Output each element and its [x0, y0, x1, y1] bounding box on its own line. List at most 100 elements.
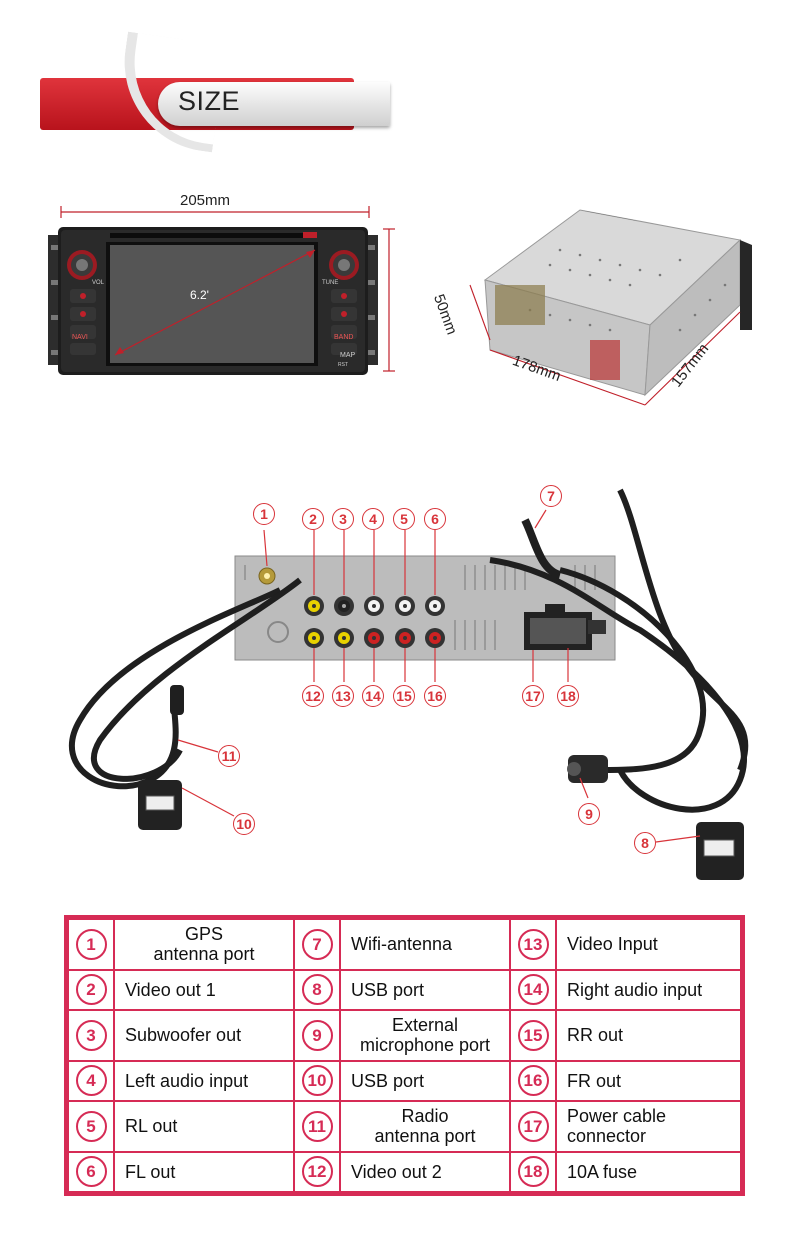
- legend-number-badge: 17: [517, 1110, 549, 1142]
- width-label: 205mm: [180, 192, 231, 209]
- legend-number-badge: 1: [75, 928, 107, 960]
- legend-row: 2 Video out 1 8 USB port 14 Right audio input: [67, 968, 742, 1011]
- callout-8: 8: [634, 832, 656, 854]
- callout-5: 5: [393, 508, 415, 530]
- legend-description: GPS antenna port: [113, 918, 295, 971]
- legend-description: Subwoofer out: [113, 1008, 295, 1062]
- legend-number-cell: 14: [509, 968, 557, 1011]
- callout-4: 4: [362, 508, 384, 530]
- legend-description: 10A fuse: [555, 1150, 742, 1194]
- legend-description-text: GPS antenna port: [153, 924, 255, 965]
- legend-description-text: RL out: [125, 1116, 178, 1137]
- legend-description: FR out: [555, 1059, 742, 1102]
- legend-description-text: USB port: [351, 979, 425, 1000]
- map-label: MAP: [340, 352, 356, 359]
- callout-10: 10: [233, 813, 255, 835]
- legend-number-cell: 11: [293, 1099, 341, 1153]
- legend-description-text: USB port: [351, 1070, 425, 1091]
- legend-number-badge: 3: [75, 1019, 107, 1051]
- screen-diagonal-line: [114, 249, 316, 356]
- legend-number-badge: 13: [517, 928, 549, 960]
- legend-number-badge: 14: [517, 974, 549, 1006]
- legend-description: Wifi-antenna: [339, 918, 511, 971]
- legend-description: USB port: [339, 1059, 511, 1102]
- callout-15: 15: [393, 685, 415, 707]
- callout-2: 2: [302, 508, 324, 530]
- legend-description: Power cable connector: [555, 1099, 742, 1153]
- callout-11: 11: [218, 745, 240, 767]
- legend-description-text: Wifi-antenna: [351, 934, 453, 955]
- legend-number-cell: 8: [293, 968, 341, 1011]
- legend-number-cell: 2: [67, 968, 115, 1011]
- legend-description-text: Left audio input: [125, 1070, 249, 1091]
- legend-number-badge: 15: [517, 1019, 549, 1051]
- legend-number-cell: 1: [67, 918, 115, 971]
- callout-7: 7: [540, 485, 562, 507]
- legend-description: Video out 1: [113, 968, 295, 1011]
- port-legend-table: 1 GPS antenna port 7 Wifi-antenna 13 Video In…: [64, 915, 745, 1196]
- legend-number-badge: 11: [301, 1110, 333, 1142]
- legend-number-cell: 7: [293, 918, 341, 971]
- legend-number-cell: 13: [509, 918, 557, 971]
- legend-number-badge: 18: [517, 1156, 549, 1188]
- legend-description: Right audio input: [555, 968, 742, 1011]
- tune-label: TUNE: [322, 280, 339, 286]
- size-banner: SIZE: [40, 31, 390, 153]
- callout-1: 1: [253, 503, 275, 525]
- legend-description-text: Right audio input: [567, 979, 703, 1000]
- callout-14: 14: [362, 685, 384, 707]
- legend-row: 1 GPS antenna port 7 Wifi-antenna 13 Video In…: [67, 918, 742, 971]
- legend-number-cell: 5: [67, 1099, 115, 1153]
- legend-number-badge: 6: [75, 1156, 107, 1188]
- back-panel-wiring-diagram: [69, 488, 749, 880]
- vol-label: VOL: [92, 280, 105, 286]
- callout-17: 17: [522, 685, 544, 707]
- legend-number-cell: 16: [509, 1059, 557, 1102]
- callout-16: 16: [424, 685, 446, 707]
- legend-description: External microphone port: [339, 1008, 511, 1062]
- head-unit-front-panel: [48, 227, 378, 375]
- legend-number-cell: 4: [67, 1059, 115, 1102]
- legend-number-badge: 8: [301, 974, 333, 1006]
- callout-13: 13: [332, 685, 354, 707]
- banner-title: SIZE: [178, 86, 241, 116]
- legend-number-badge: 10: [301, 1065, 333, 1097]
- band-label: BAND: [334, 334, 354, 341]
- rst-label: RST: [338, 362, 348, 368]
- legend-description: FL out: [113, 1150, 295, 1194]
- legend-description-text: RR out: [567, 1025, 624, 1046]
- legend-description: Video Input: [555, 918, 742, 971]
- legend-number-badge: 12: [301, 1156, 333, 1188]
- legend-number-cell: 6: [67, 1150, 115, 1194]
- legend-number-cell: 9: [293, 1008, 341, 1062]
- legend-number-badge: 4: [75, 1065, 107, 1097]
- legend-description-text: Video Input: [567, 934, 658, 955]
- legend-number-cell: 15: [509, 1008, 557, 1062]
- banner-grey-tab: [158, 82, 390, 126]
- callout-3: 3: [332, 508, 354, 530]
- legend-number-cell: 3: [67, 1008, 115, 1062]
- legend-row: 4 Left audio input 10 USB port 16 FR out: [67, 1059, 742, 1102]
- legend-description-text: Subwoofer out: [125, 1025, 242, 1046]
- legend-description: RL out: [113, 1099, 295, 1153]
- navi-label: NAVI: [72, 334, 88, 341]
- callout-12: 12: [302, 685, 324, 707]
- legend-number-badge: 16: [517, 1065, 549, 1097]
- screen-size-label: 6.2': [190, 288, 209, 302]
- legend-description-text: Radio antenna port: [374, 1106, 476, 1147]
- width-dimension-line: [60, 206, 370, 218]
- legend-number-cell: 12: [293, 1150, 341, 1194]
- legend-number-cell: 17: [509, 1099, 557, 1153]
- legend-number-badge: 9: [301, 1019, 333, 1051]
- legend-description-text: Power cable connector: [567, 1106, 667, 1147]
- legend-description-text: FR out: [567, 1070, 622, 1091]
- legend-number-badge: 7: [301, 928, 333, 960]
- legend-row: 5 RL out 11 Radio antenna port 17 Power cable…: [67, 1099, 742, 1153]
- legend-description-text: Video out 1: [125, 979, 216, 1000]
- legend-number-cell: 18: [509, 1150, 557, 1194]
- legend-description: Radio antenna port: [339, 1099, 511, 1153]
- callout-9: 9: [578, 803, 600, 825]
- legend-description: Left audio input: [113, 1059, 295, 1102]
